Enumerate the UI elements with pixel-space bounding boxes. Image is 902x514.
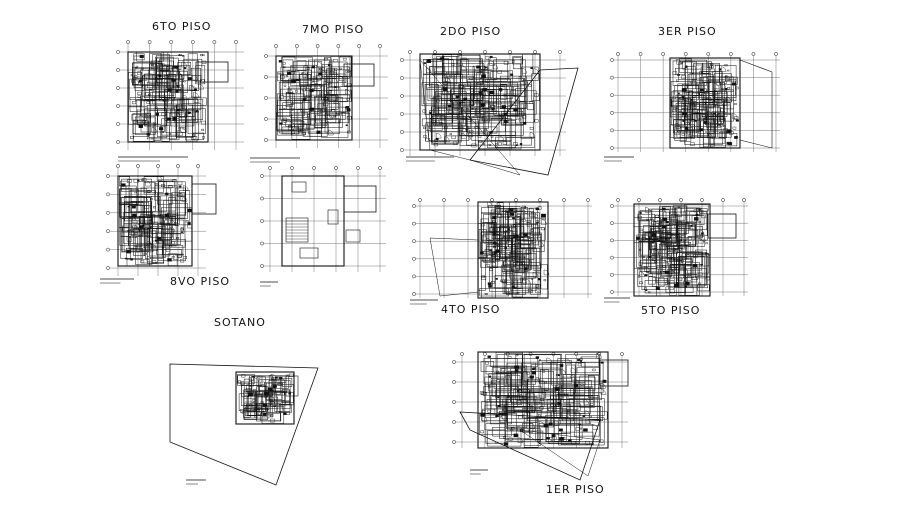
plan-8vo-piso bbox=[100, 164, 217, 284]
plan-title-sotano: SOTANO bbox=[214, 316, 266, 329]
plan-5to-piso bbox=[604, 198, 748, 303]
plan-title-6to-piso: 6TO PISO bbox=[152, 20, 212, 33]
plan-3er-piso bbox=[604, 52, 780, 162]
plan-title-1er-piso: 1ER PISO bbox=[546, 483, 605, 496]
plan-7mo-piso bbox=[250, 44, 388, 163]
plan-title-3er-piso: 3ER PISO bbox=[658, 25, 717, 38]
plan-title-8vo-piso: 8VO PISO bbox=[170, 275, 231, 288]
plan-roof-level bbox=[260, 166, 386, 287]
plan-title-7mo-piso: 7MO PISO bbox=[302, 23, 365, 36]
plan-title-2do-piso: 2DO PISO bbox=[440, 25, 502, 38]
plan-sotano bbox=[169, 363, 319, 486]
plan-1er-piso bbox=[452, 351, 629, 481]
plan-6to-piso bbox=[116, 40, 244, 162]
plan-4to-piso bbox=[410, 198, 592, 305]
plan-title-4to-piso: 4TO PISO bbox=[441, 303, 501, 316]
plan-title-5to-piso: 5TO PISO bbox=[641, 304, 701, 317]
plan-2do-piso bbox=[400, 50, 579, 176]
